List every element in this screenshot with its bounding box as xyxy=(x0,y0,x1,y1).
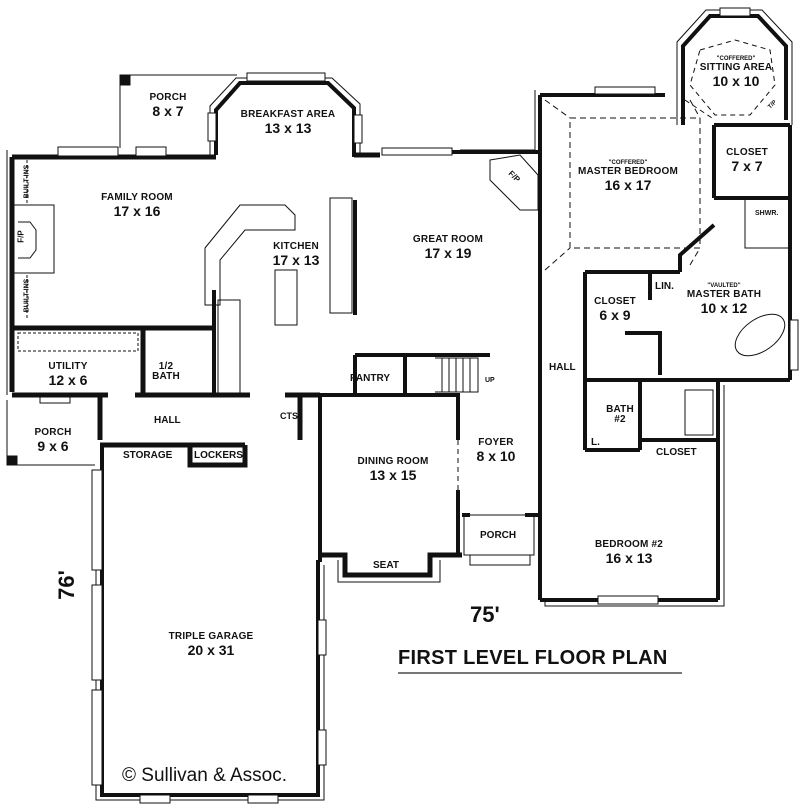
great-room-fireplace xyxy=(489,154,539,211)
plan-title-underline xyxy=(398,672,682,674)
label-linen: LIN. xyxy=(655,281,674,292)
overall-depth-dimension: 76' xyxy=(53,570,79,600)
label-fireplace-family: F/P xyxy=(16,230,26,243)
plan-title: FIRST LEVEL FLOOR PLAN xyxy=(398,647,668,669)
family-room-walls xyxy=(9,152,380,392)
label-hall-left: HALL xyxy=(154,415,181,426)
label-built-ins-bottom: BUILT-INS xyxy=(23,278,31,313)
side-porch-outline xyxy=(6,396,95,466)
staircase xyxy=(435,357,479,393)
label-built-ins-top: BUILT-INS xyxy=(23,164,31,199)
label-closet-bedroom2: CLOSET xyxy=(656,447,697,458)
label-front-porch: PORCH xyxy=(480,530,517,541)
label-cts: CTS. xyxy=(280,411,301,421)
rear-porch-outline xyxy=(119,74,237,148)
family-fireplace xyxy=(13,204,55,274)
label-storage: STORAGE xyxy=(123,450,173,461)
copyright-notice: © Sullivan & Assoc. xyxy=(122,765,288,786)
room-bath-2: BATH#2 xyxy=(606,404,634,425)
front-porch-outline xyxy=(463,514,535,566)
label-linen-small: L. xyxy=(591,437,600,448)
label-hall-right: HALL xyxy=(549,362,576,373)
label-stair-up: UP xyxy=(485,377,495,384)
label-lockers: LOCKERS xyxy=(194,450,243,461)
label-shower: SHWR. xyxy=(755,210,779,217)
label-seat: SEAT xyxy=(373,560,399,571)
dining-room-walls xyxy=(320,552,462,578)
overall-width-dimension: 75' xyxy=(470,602,500,627)
kitchen-counters xyxy=(204,197,353,396)
label-pantry: PANTRY xyxy=(350,373,390,384)
